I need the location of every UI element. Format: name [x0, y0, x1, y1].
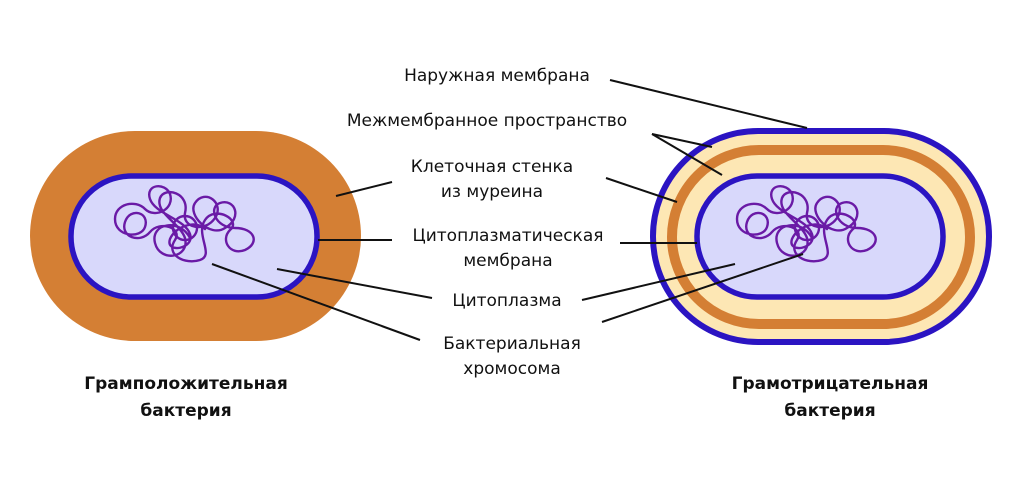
leader-lines [211, 79, 808, 341]
label-cytoplasm: Цитоплазма [452, 291, 562, 311]
title-gram-positive-line1: Грамположительная [84, 374, 288, 394]
gram-negative-cell-wall [667, 145, 975, 329]
title-gram-negative-line2: бактерия [784, 401, 876, 421]
label-chromosome-line2: хромосома [463, 359, 561, 379]
title-gram-positive-line2: бактерия [140, 401, 232, 421]
label-outer-membrane: Наружная мембрана [404, 66, 590, 86]
label-periplasm: Межмембранное пространство [346, 111, 628, 131]
label-cyto-membrane: Цитоплазматическая мембрана [413, 224, 604, 274]
label-cyto-membrane-line1: Цитоплазматическая [412, 226, 604, 246]
gram-negative-cytoplasm [694, 173, 946, 300]
title-gram-negative-line1: Грамотрицательная [731, 374, 929, 394]
label-cell-wall-line2: из муреина [440, 182, 544, 202]
title-gram-positive: Грамположительная бактерия [84, 371, 287, 425]
label-cell-wall: Клеточная стенка из муреина [411, 155, 573, 205]
title-gram-negative: Грамотрицательная бактерия [732, 371, 929, 425]
label-cell-wall-line1: Клеточная стенка [410, 157, 574, 177]
label-chromosome-line1: Бактериальная [443, 334, 581, 354]
label-chromosome: Бактериальная хромосома [443, 332, 581, 382]
label-cyto-membrane-line2: мембрана [463, 251, 553, 271]
